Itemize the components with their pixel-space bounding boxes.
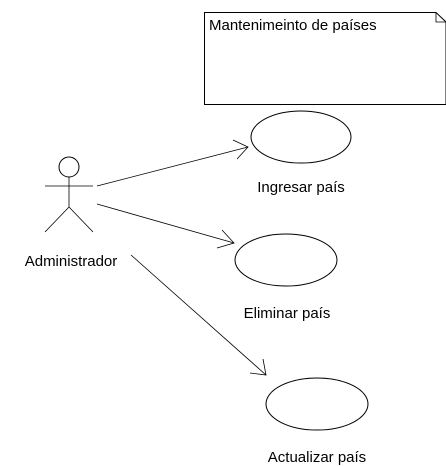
association-line <box>130 254 267 376</box>
use-case-label: Eliminar país <box>244 305 331 322</box>
actor-name: Administrador <box>25 253 118 270</box>
arrowhead-icon <box>216 229 235 249</box>
use-case-ellipse <box>234 233 338 287</box>
actor[interactable]: Administrador <box>25 156 118 270</box>
association-line <box>96 146 249 187</box>
note[interactable]: Mantenimeinto de países <box>204 12 446 105</box>
use-case-label: Actualizar país <box>268 449 366 466</box>
note-box <box>204 12 446 105</box>
use-case-ingresar[interactable]: Ingresar país <box>250 110 352 196</box>
use-case-ellipse <box>265 377 369 431</box>
association-eliminar <box>96 203 235 249</box>
use-case-eliminar[interactable]: Eliminar país <box>234 233 338 322</box>
use-case-actualizar[interactable]: Actualizar país <box>265 377 369 466</box>
association-ingresar <box>96 139 249 187</box>
actor-head <box>58 156 80 178</box>
arrowhead-icon <box>249 358 267 376</box>
association-line <box>96 203 235 244</box>
association-actualizar <box>130 254 267 376</box>
arrowhead-icon <box>232 139 249 160</box>
note-text: Mantenimeinto de países <box>209 17 377 34</box>
actor-left-leg <box>44 206 70 233</box>
actor-right-leg <box>68 206 94 233</box>
use-case-ellipse <box>250 110 352 164</box>
note-folded-corner <box>435 12 446 23</box>
use-case-label: Ingresar país <box>257 179 345 196</box>
